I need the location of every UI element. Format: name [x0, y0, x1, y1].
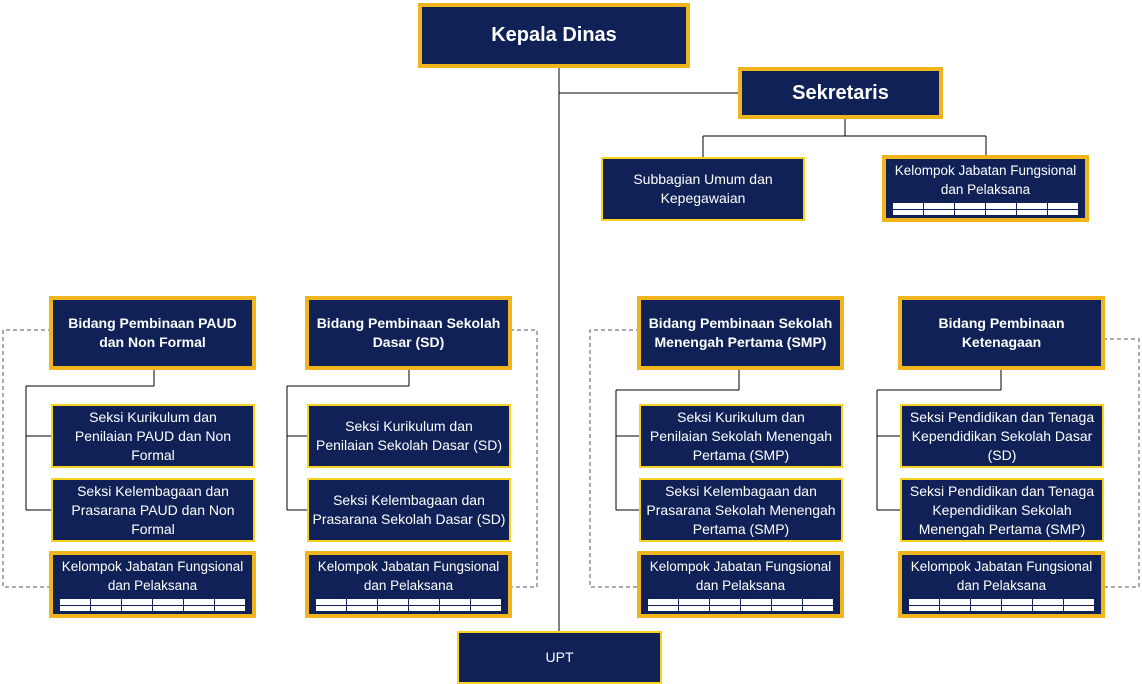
bidang-smp-label: Bidang Pembinaan Sekolah Menengah Pertam… — [648, 315, 833, 350]
seksi-tenaga-sd-label: Seksi Pendidikan dan Tenaga Kependidikan… — [909, 408, 1095, 463]
kelompok-smp-label: Kelompok Jabatan Fungsional dan Pelaksan… — [649, 559, 832, 593]
upt-label: UPT — [545, 649, 574, 665]
sekretaris-label: Sekretaris — [792, 81, 889, 104]
sekretaris-box: Sekretaris — [738, 67, 943, 119]
bidang-ketenagaan-box: Bidang Pembinaan Ketenagaan — [898, 296, 1105, 370]
kepala-dinas-label: Kepala Dinas — [491, 24, 617, 46]
seksi-kelembagaan-sd-box: Seksi Kelembagaan dan Prasarana Sekolah … — [307, 478, 511, 542]
bidang-ketenagaan-label: Bidang Pembinaan Ketenagaan — [938, 315, 1065, 350]
seksi-kelembagaan-sd-label: Seksi Kelembagaan dan Prasarana Sekolah … — [312, 492, 506, 527]
bidang-smp-box: Bidang Pembinaan Sekolah Menengah Pertam… — [637, 296, 844, 370]
sekretariat-kelompok-label: Kelompok Jabatan Fungsional dan Pelaksan… — [894, 163, 1077, 197]
kelompok-sd-box: Kelompok Jabatan Fungsional dan Pelaksan… — [305, 551, 512, 618]
staff-grid — [314, 598, 503, 612]
seksi-kelembagaan-paud-box: Seksi Kelembagaan dan Prasarana PAUD dan… — [51, 478, 255, 542]
seksi-kurikulum-paud-label: Seksi Kurikulum dan Penilaian PAUD dan N… — [74, 408, 232, 463]
seksi-tenaga-smp-label: Seksi Pendidikan dan Tenaga Kependidikan… — [909, 482, 1095, 537]
seksi-tenaga-smp-box: Seksi Pendidikan dan Tenaga Kependidikan… — [900, 478, 1104, 542]
bidang-paud-label: Bidang Pembinaan PAUD dan Non Formal — [68, 315, 237, 350]
seksi-kelembagaan-smp-box: Seksi Kelembagaan dan Prasarana Sekolah … — [639, 478, 843, 542]
upt-box: UPT — [457, 631, 662, 684]
kelompok-smp-box: Kelompok Jabatan Fungsional dan Pelaksan… — [637, 551, 844, 618]
kelompok-ketenagaan-label: Kelompok Jabatan Fungsional dan Pelaksan… — [910, 559, 1093, 593]
kelompok-paud-label: Kelompok Jabatan Fungsional dan Pelaksan… — [61, 559, 244, 593]
seksi-kelembagaan-smp-label: Seksi Kelembagaan dan Prasarana Sekolah … — [646, 482, 836, 537]
sekretariat-kelompok-box: Kelompok Jabatan Fungsional dan Pelaksan… — [882, 155, 1089, 222]
seksi-kurikulum-sd-box: Seksi Kurikulum dan Penilaian Sekolah Da… — [307, 404, 511, 468]
seksi-tenaga-sd-box: Seksi Pendidikan dan Tenaga Kependidikan… — [900, 404, 1104, 468]
bidang-paud-box: Bidang Pembinaan PAUD dan Non Formal — [49, 296, 256, 370]
seksi-kurikulum-smp-box: Seksi Kurikulum dan Penilaian Sekolah Me… — [639, 404, 843, 468]
bidang-sd-box: Bidang Pembinaan Sekolah Dasar (SD) — [305, 296, 512, 370]
bidang-sd-label: Bidang Pembinaan Sekolah Dasar (SD) — [316, 315, 501, 350]
seksi-kurikulum-sd-label: Seksi Kurikulum dan Penilaian Sekolah Da… — [316, 418, 502, 453]
staff-grid — [907, 598, 1096, 612]
seksi-kelembagaan-paud-label: Seksi Kelembagaan dan Prasarana PAUD dan… — [71, 482, 235, 537]
kepala-dinas-box: Kepala Dinas — [418, 3, 690, 68]
kelompok-sd-label: Kelompok Jabatan Fungsional dan Pelaksan… — [317, 559, 500, 593]
staff-grid — [58, 598, 247, 612]
staff-grid — [646, 598, 835, 612]
kelompok-ketenagaan-box: Kelompok Jabatan Fungsional dan Pelaksan… — [898, 551, 1105, 618]
subbagian-umum-label: Subbagian Umum dan Kepegawaian — [633, 171, 773, 206]
seksi-kurikulum-paud-box: Seksi Kurikulum dan Penilaian PAUD dan N… — [51, 404, 255, 468]
seksi-kurikulum-smp-label: Seksi Kurikulum dan Penilaian Sekolah Me… — [649, 408, 833, 463]
kelompok-paud-box: Kelompok Jabatan Fungsional dan Pelaksan… — [49, 551, 256, 618]
staff-grid — [891, 202, 1080, 216]
subbagian-umum-box: Subbagian Umum dan Kepegawaian — [601, 157, 805, 221]
